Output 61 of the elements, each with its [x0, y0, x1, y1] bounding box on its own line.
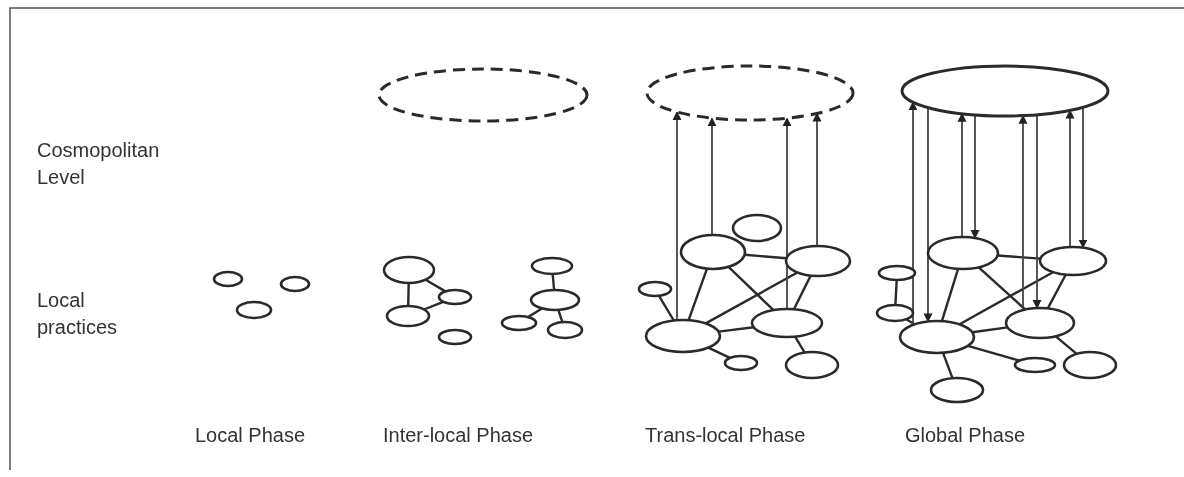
practice-ellipse — [279, 275, 311, 293]
level-label: Cosmopolitan Level — [37, 138, 161, 190]
practice-ellipse — [1013, 356, 1057, 374]
connector-line — [727, 266, 775, 311]
connector-line — [967, 344, 1020, 362]
practice-ellipse — [437, 288, 473, 306]
connector-line — [407, 282, 410, 307]
practice-ellipse — [898, 319, 976, 355]
cosmopolitan-ellipse — [645, 64, 855, 122]
practice-ellipse — [926, 235, 1000, 271]
practice-ellipse — [1038, 245, 1108, 277]
phase-label: Trans-local Phase — [645, 423, 807, 448]
connector-line — [972, 326, 1008, 334]
connector-line — [792, 275, 812, 310]
connector-line — [894, 279, 898, 306]
practice-ellipse — [637, 280, 673, 298]
practice-ellipse — [784, 350, 840, 380]
arrow — [782, 117, 792, 310]
connector-line — [1055, 335, 1078, 355]
practice-ellipse — [530, 256, 574, 276]
connector-line — [687, 268, 709, 321]
practice-ellipse — [1062, 350, 1118, 380]
level-label: Local practices — [37, 288, 119, 340]
connector-line — [425, 278, 446, 293]
phase-label: Global Phase — [905, 423, 1027, 448]
practice-ellipse — [875, 303, 915, 323]
arrow — [1065, 109, 1075, 248]
practice-ellipse — [1004, 306, 1076, 340]
practice-ellipse — [385, 304, 431, 328]
phase-label: Inter-local Phase — [383, 423, 535, 448]
cosmopolitan-ellipse — [377, 67, 589, 123]
practice-ellipse — [529, 288, 581, 312]
connector-line — [744, 253, 787, 260]
connector-line — [705, 271, 798, 325]
practice-ellipse — [750, 307, 824, 339]
practice-ellipse — [731, 213, 783, 243]
practice-ellipse — [877, 264, 917, 282]
practice-ellipse — [644, 318, 722, 354]
connector-line — [940, 268, 960, 322]
arrow — [970, 114, 980, 239]
practice-ellipse — [929, 376, 985, 404]
connector-line — [941, 352, 954, 379]
connector-line — [423, 300, 444, 311]
connector-line — [997, 254, 1041, 260]
practice-ellipse — [723, 354, 759, 372]
connector-line — [1046, 274, 1067, 309]
practice-ellipse — [679, 233, 747, 271]
practice-ellipse — [500, 314, 538, 332]
connector-line — [718, 326, 754, 333]
cosmopolitan-ellipse — [900, 64, 1110, 118]
practice-ellipse — [437, 328, 473, 346]
arrow — [707, 117, 717, 236]
connector-line — [794, 336, 806, 354]
practice-ellipse — [235, 300, 273, 320]
connector-line — [977, 266, 1026, 311]
practice-ellipse — [382, 255, 436, 285]
connector-line — [959, 271, 1054, 326]
practice-ellipse — [546, 320, 584, 340]
practice-ellipse — [212, 270, 244, 288]
connector-line — [707, 346, 731, 359]
practice-ellipse — [784, 244, 852, 278]
